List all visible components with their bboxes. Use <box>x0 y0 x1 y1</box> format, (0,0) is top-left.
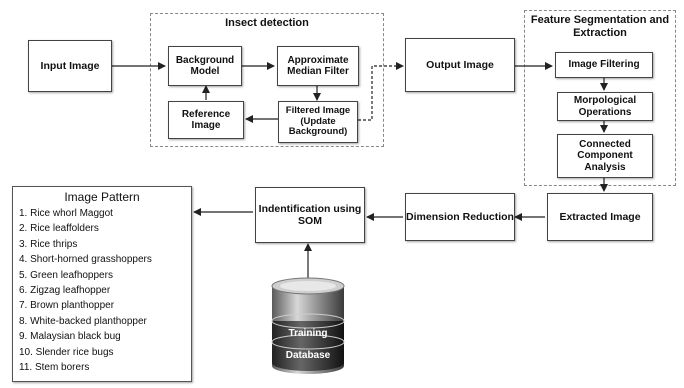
list-item: 7. Brown planthopper <box>19 300 115 312</box>
database-label-database: Database <box>285 350 331 361</box>
input-image-box: Input Image <box>28 40 112 92</box>
training-database-icon: Training Database <box>268 276 348 376</box>
dimension-reduction-box: Dimension Reduction <box>405 193 515 241</box>
arrow-filtered-to-output <box>358 62 404 121</box>
list-item: 10. Slender rice bugs <box>19 346 114 358</box>
image-pattern-panel: Image Pattern 1. Rice whorl Maggot 2. Ri… <box>12 186 192 382</box>
background-model-box: Background Model <box>168 46 242 86</box>
feature-segmentation-title: Feature Segmentation and Extraction <box>530 14 670 39</box>
insect-detection-group <box>150 13 384 147</box>
database-cylinder-icon <box>271 277 345 374</box>
image-pattern-title: Image Pattern <box>64 190 140 204</box>
morphological-operations-box: Morpological Operations <box>557 92 653 121</box>
list-item: 8. White-backed planthopper <box>19 315 147 327</box>
insect-detection-title: Insect detection <box>225 17 309 29</box>
image-filtering-box: Image Filtering <box>555 52 653 78</box>
list-item: 6. Zigzag leafhopper <box>19 285 111 297</box>
image-pattern-list: 1. Rice whorl Maggot 2. Rice leaffolders… <box>19 206 191 375</box>
list-item: 3. Rice thrips <box>19 238 78 250</box>
identification-som-box: Indentification using SOM <box>255 187 365 243</box>
list-item: 4. Short-horned grasshoppers <box>19 254 152 266</box>
median-filter-box: Approximate Median Filter <box>277 46 359 86</box>
extracted-image-box: Extracted Image <box>547 193 653 241</box>
connected-component-box: Connected Component Analysis <box>557 134 653 178</box>
list-item: 1. Rice whorl Maggot <box>19 208 113 219</box>
list-item: 11. Stem borers <box>19 362 90 374</box>
list-item: 9. Malaysian black bug <box>19 331 121 343</box>
list-item: 2. Rice leaffolders <box>19 223 99 235</box>
filtered-image-box: Filtered Image (Update Background) <box>278 101 358 143</box>
database-label-training: Training <box>288 328 328 339</box>
output-image-box: Output Image <box>405 38 515 92</box>
reference-image-box: Reference Image <box>168 101 244 139</box>
list-item: 5. Green leafhoppers <box>19 269 113 281</box>
